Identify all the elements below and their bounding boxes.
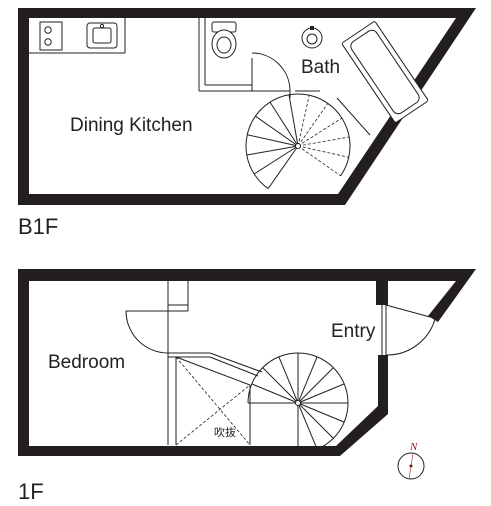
bedroom-door	[125, 310, 169, 354]
b1f-dining-kitchen-label: Dining Kitchen	[70, 115, 193, 136]
stair-tread	[288, 94, 299, 147]
bath-partitions	[198, 18, 320, 98]
stair-tread	[299, 403, 345, 423]
stair-tread	[299, 367, 334, 402]
bath-door	[251, 52, 291, 92]
f1-entry-wall	[376, 269, 476, 322]
wash-basin	[301, 26, 323, 49]
stair-tread	[247, 134, 299, 147]
f1-outer-wall	[18, 269, 388, 456]
stair-outline	[245, 93, 351, 190]
kitchen-sink	[86, 22, 118, 49]
b1f-plan: Dining Kitchen Bath B1F	[18, 8, 476, 239]
b1f-bath-label: Bath	[301, 57, 340, 78]
stair-tread	[297, 145, 349, 158]
compass-north-label: N	[409, 441, 418, 453]
north-compass: N	[397, 441, 425, 480]
stair-tread	[255, 115, 299, 147]
stair-tread	[278, 356, 298, 402]
f1-entry-label: Entry	[331, 321, 376, 342]
stair-tread	[297, 136, 350, 147]
toilet	[211, 21, 237, 59]
stair-tread	[297, 95, 310, 147]
stair-tread	[297, 117, 343, 147]
stair-center-post	[295, 143, 301, 149]
f1-floor-label: 1F	[18, 479, 44, 504]
stair-tread	[297, 145, 341, 177]
stair-center-post	[295, 400, 301, 406]
stair-tread	[299, 383, 345, 403]
f1-void-label: 吹抜	[214, 425, 236, 439]
stove	[39, 21, 63, 51]
entry-door	[381, 304, 437, 356]
bedroom-partition	[125, 281, 263, 445]
kitchen-counter	[29, 18, 126, 54]
void-area	[175, 356, 251, 446]
stair-tread	[297, 103, 329, 147]
f1-spiral-stair	[247, 352, 349, 454]
stair-tread	[251, 383, 297, 403]
bathtub	[341, 21, 429, 123]
stair-tread	[298, 404, 318, 450]
f1-plan: Bedroom Entry 吹抜 1F	[18, 269, 476, 504]
stair-tread	[269, 101, 299, 147]
stair-tread	[262, 367, 297, 402]
stair-tread	[267, 145, 299, 189]
stair-tread	[246, 145, 299, 156]
b1f-spiral-stair	[245, 93, 351, 190]
stair-tread	[298, 356, 318, 402]
f1-bedroom-label: Bedroom	[48, 352, 125, 373]
stair-tread	[253, 145, 299, 175]
b1f-floor-label: B1F	[18, 214, 58, 239]
stair-tread	[299, 404, 334, 439]
compass-needle-icon	[408, 452, 414, 480]
